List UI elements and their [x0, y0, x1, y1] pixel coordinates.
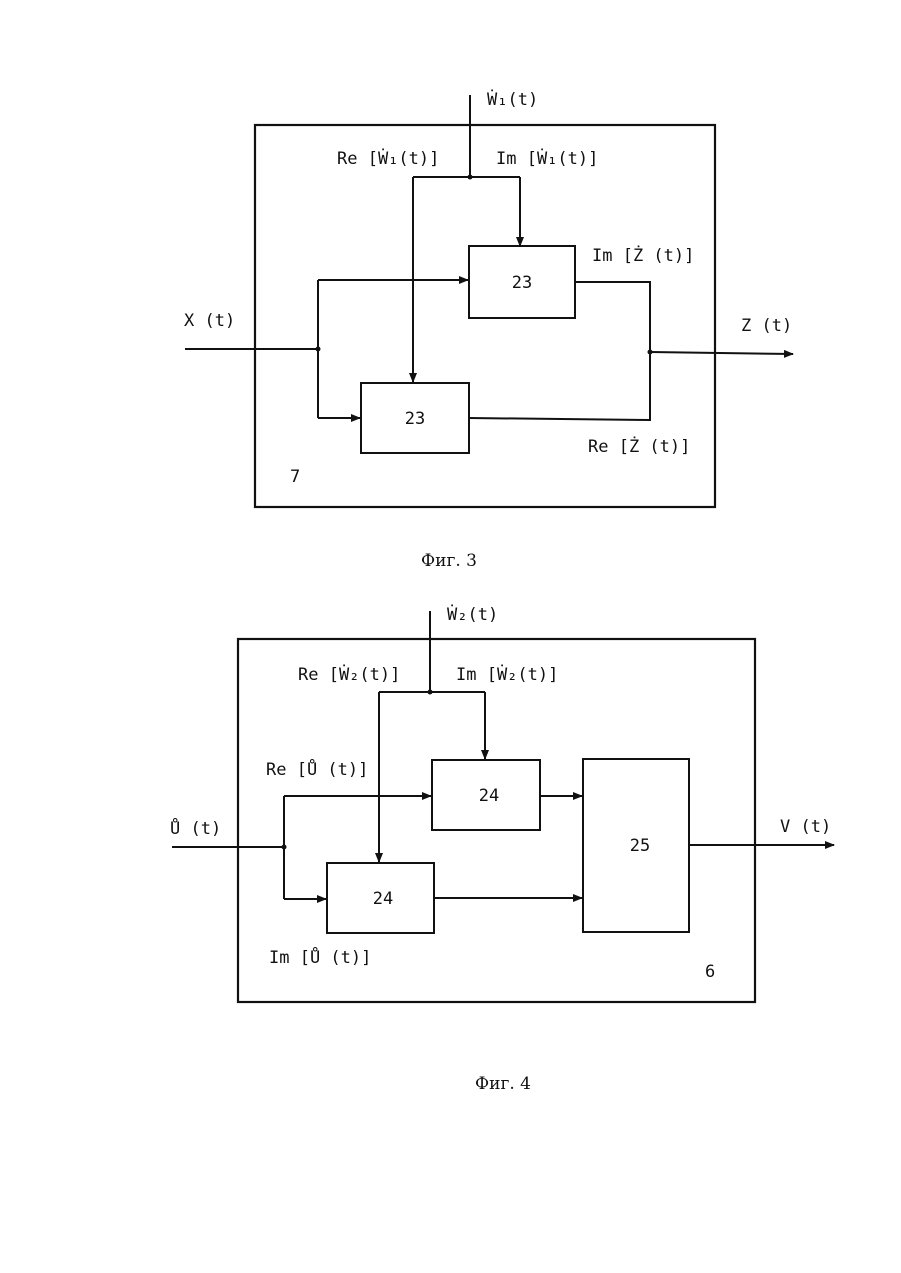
- fig4-top-input-label: Ẇ₂(t): [447, 604, 498, 625]
- fig3-z-output-line: [650, 352, 793, 354]
- fig3-caption: Фиг. 3: [421, 551, 477, 571]
- fig3-top-input-label: Ẇ₁(t): [487, 89, 538, 110]
- figure-3: 23 23 Ẇ₁(t) Re [Ẇ₁(t)] Im [Ẇ₁(t)] Im [Ż …: [184, 89, 793, 571]
- fig3-block-upper-label: 23: [512, 273, 532, 293]
- fig3-w1-junction: [468, 175, 473, 180]
- fig4-output-label: V (t): [780, 817, 831, 837]
- fig3-output-label: Z (t): [741, 316, 792, 336]
- fig3-im-z-label: Im [Ż (t)]: [592, 245, 694, 266]
- fig3-re-z-line: [469, 352, 650, 420]
- fig4-im-w-label: Im [Ẇ₂(t)]: [456, 664, 558, 685]
- fig4-block-lower-label: 24: [373, 889, 393, 909]
- fig3-im-w-label: Im [Ẇ₁(t)]: [496, 148, 598, 169]
- fig3-im-z-line: [575, 282, 650, 352]
- fig4-re-u-label: Re [Ů (t)]: [266, 758, 368, 780]
- fig4-input-label: Ů (t): [170, 817, 221, 839]
- fig3-input-label: X (t): [184, 311, 235, 331]
- fig4-w2-junction: [428, 690, 433, 695]
- fig4-frame-number: 6: [705, 962, 715, 982]
- fig4-im-u-label: Im [Ů (t)]: [269, 946, 371, 968]
- figure-4: 24 24 25 Ẇ₂(t) Re [Ẇ₂(t)] Im [Ẇ₂(t)] Re …: [170, 604, 834, 1094]
- fig3-re-z-label: Re [Ż (t)]: [588, 436, 690, 457]
- fig4-caption: Фиг. 4: [475, 1074, 531, 1094]
- fig3-re-w-label: Re [Ẇ₁(t)]: [337, 148, 439, 169]
- fig4-block-combiner-label: 25: [630, 836, 650, 856]
- fig3-block-lower-label: 23: [405, 409, 425, 429]
- fig3-frame-number: 7: [290, 467, 300, 487]
- fig4-block-upper-label: 24: [479, 786, 499, 806]
- fig4-re-w-label: Re [Ẇ₂(t)]: [298, 664, 400, 685]
